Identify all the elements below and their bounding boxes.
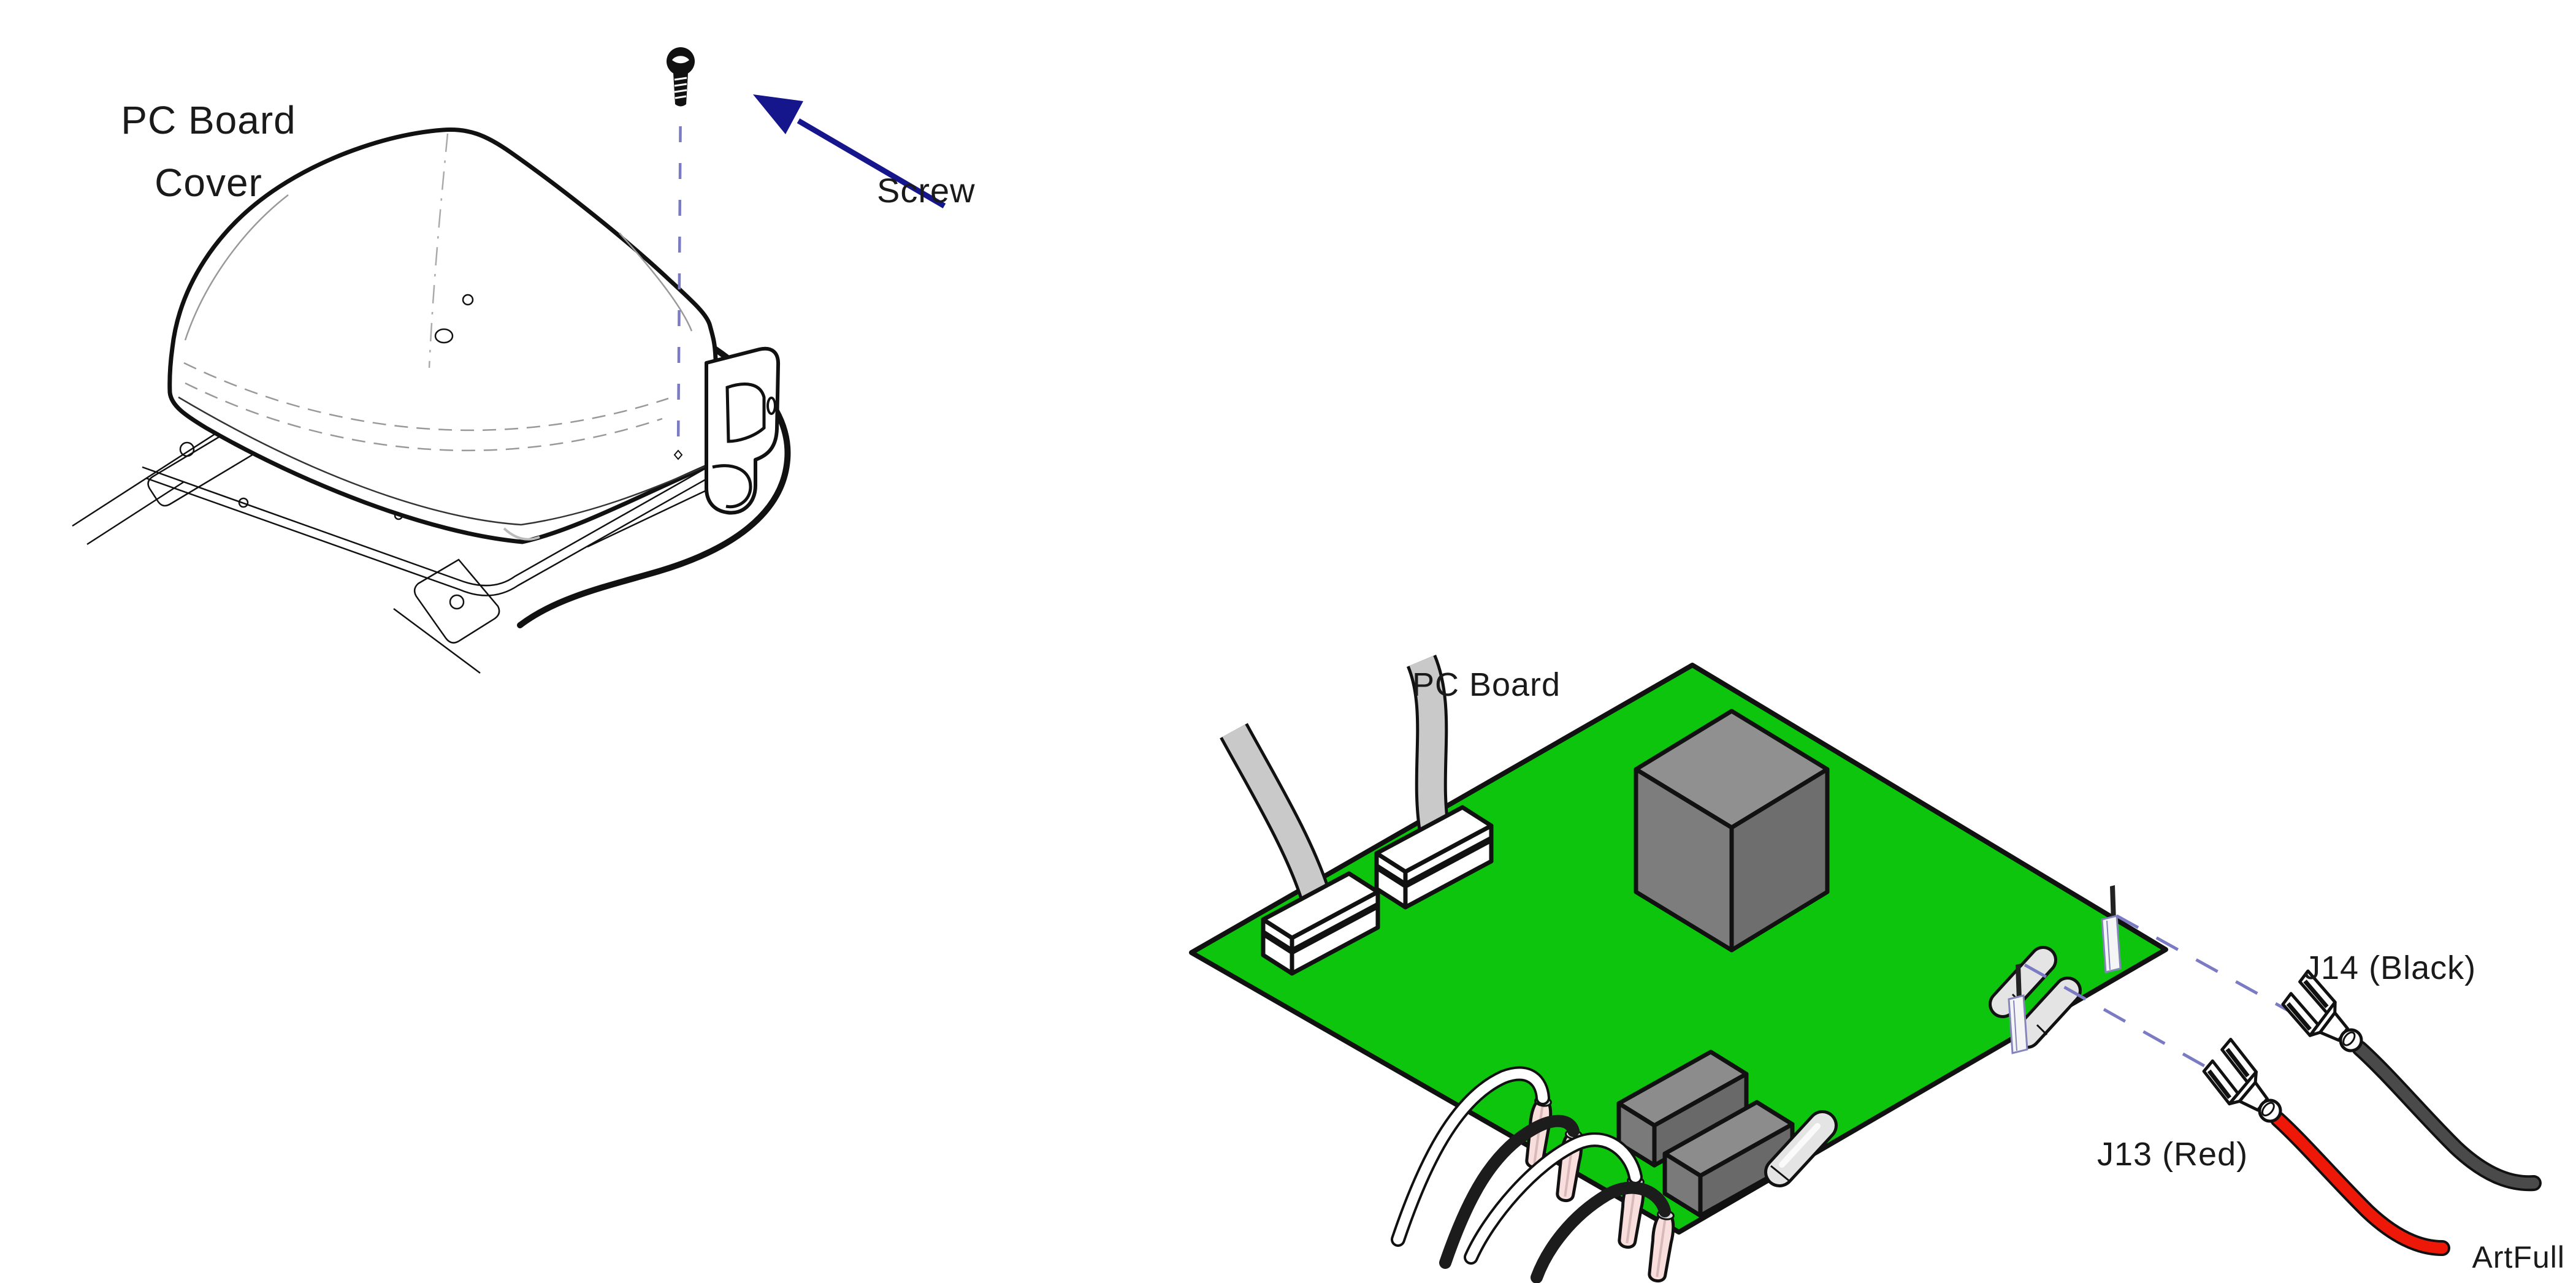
j13-crimp-connector [2202,1038,2282,1123]
board-spade-pins [2008,885,2122,1054]
plate-hole [238,497,249,508]
pc-board-cover-figure: PC Board Cover Screw [72,47,976,674]
front-band-seam [178,396,707,526]
connector-block [1374,805,1494,910]
j13-label: J13 (Red) [2097,1136,2248,1173]
jumper-wires [1391,1066,1671,1283]
chip-component [1634,709,1830,953]
centerline [428,133,449,368]
cover-label-line1: PC Board [121,98,296,142]
fuse-component [2013,977,2082,1049]
board-label: PC Board [1412,666,1561,703]
j14-wire-black [2352,1040,2542,1192]
plate-hole [179,441,195,457]
screw-guide-dashed-line [676,89,682,452]
plate-hole [449,594,465,610]
j13-guide-dashed-line [2024,963,2207,1068]
watermark: ArtFull [2472,1240,2565,1274]
connector-block [1261,871,1380,976]
fuse-component [1764,1110,1838,1187]
screw-icon [667,47,695,107]
latch-bracket [673,346,781,515]
pc-board-figure: PC Board J14 (Black) J13 (Red) [1189,655,2542,1283]
arrow-icon [753,94,946,208]
j14-label: J14 (Black) [2304,950,2476,986]
screw-target-hole [673,449,683,460]
j13-wire-red [2270,1111,2450,1256]
cover-hole-small [462,294,474,306]
j14-crimp-connector [2281,969,2363,1053]
screw-label: Screw [877,171,976,210]
cover-label-line2: Cover [155,161,262,205]
relay-component [1616,1049,1749,1168]
ribbon-cables [1220,655,1451,906]
cover-hole-large [434,328,454,344]
pcb-board [1189,663,2168,1235]
j14-guide-dashed-line [2115,914,2293,1015]
cover-dome [167,128,718,544]
